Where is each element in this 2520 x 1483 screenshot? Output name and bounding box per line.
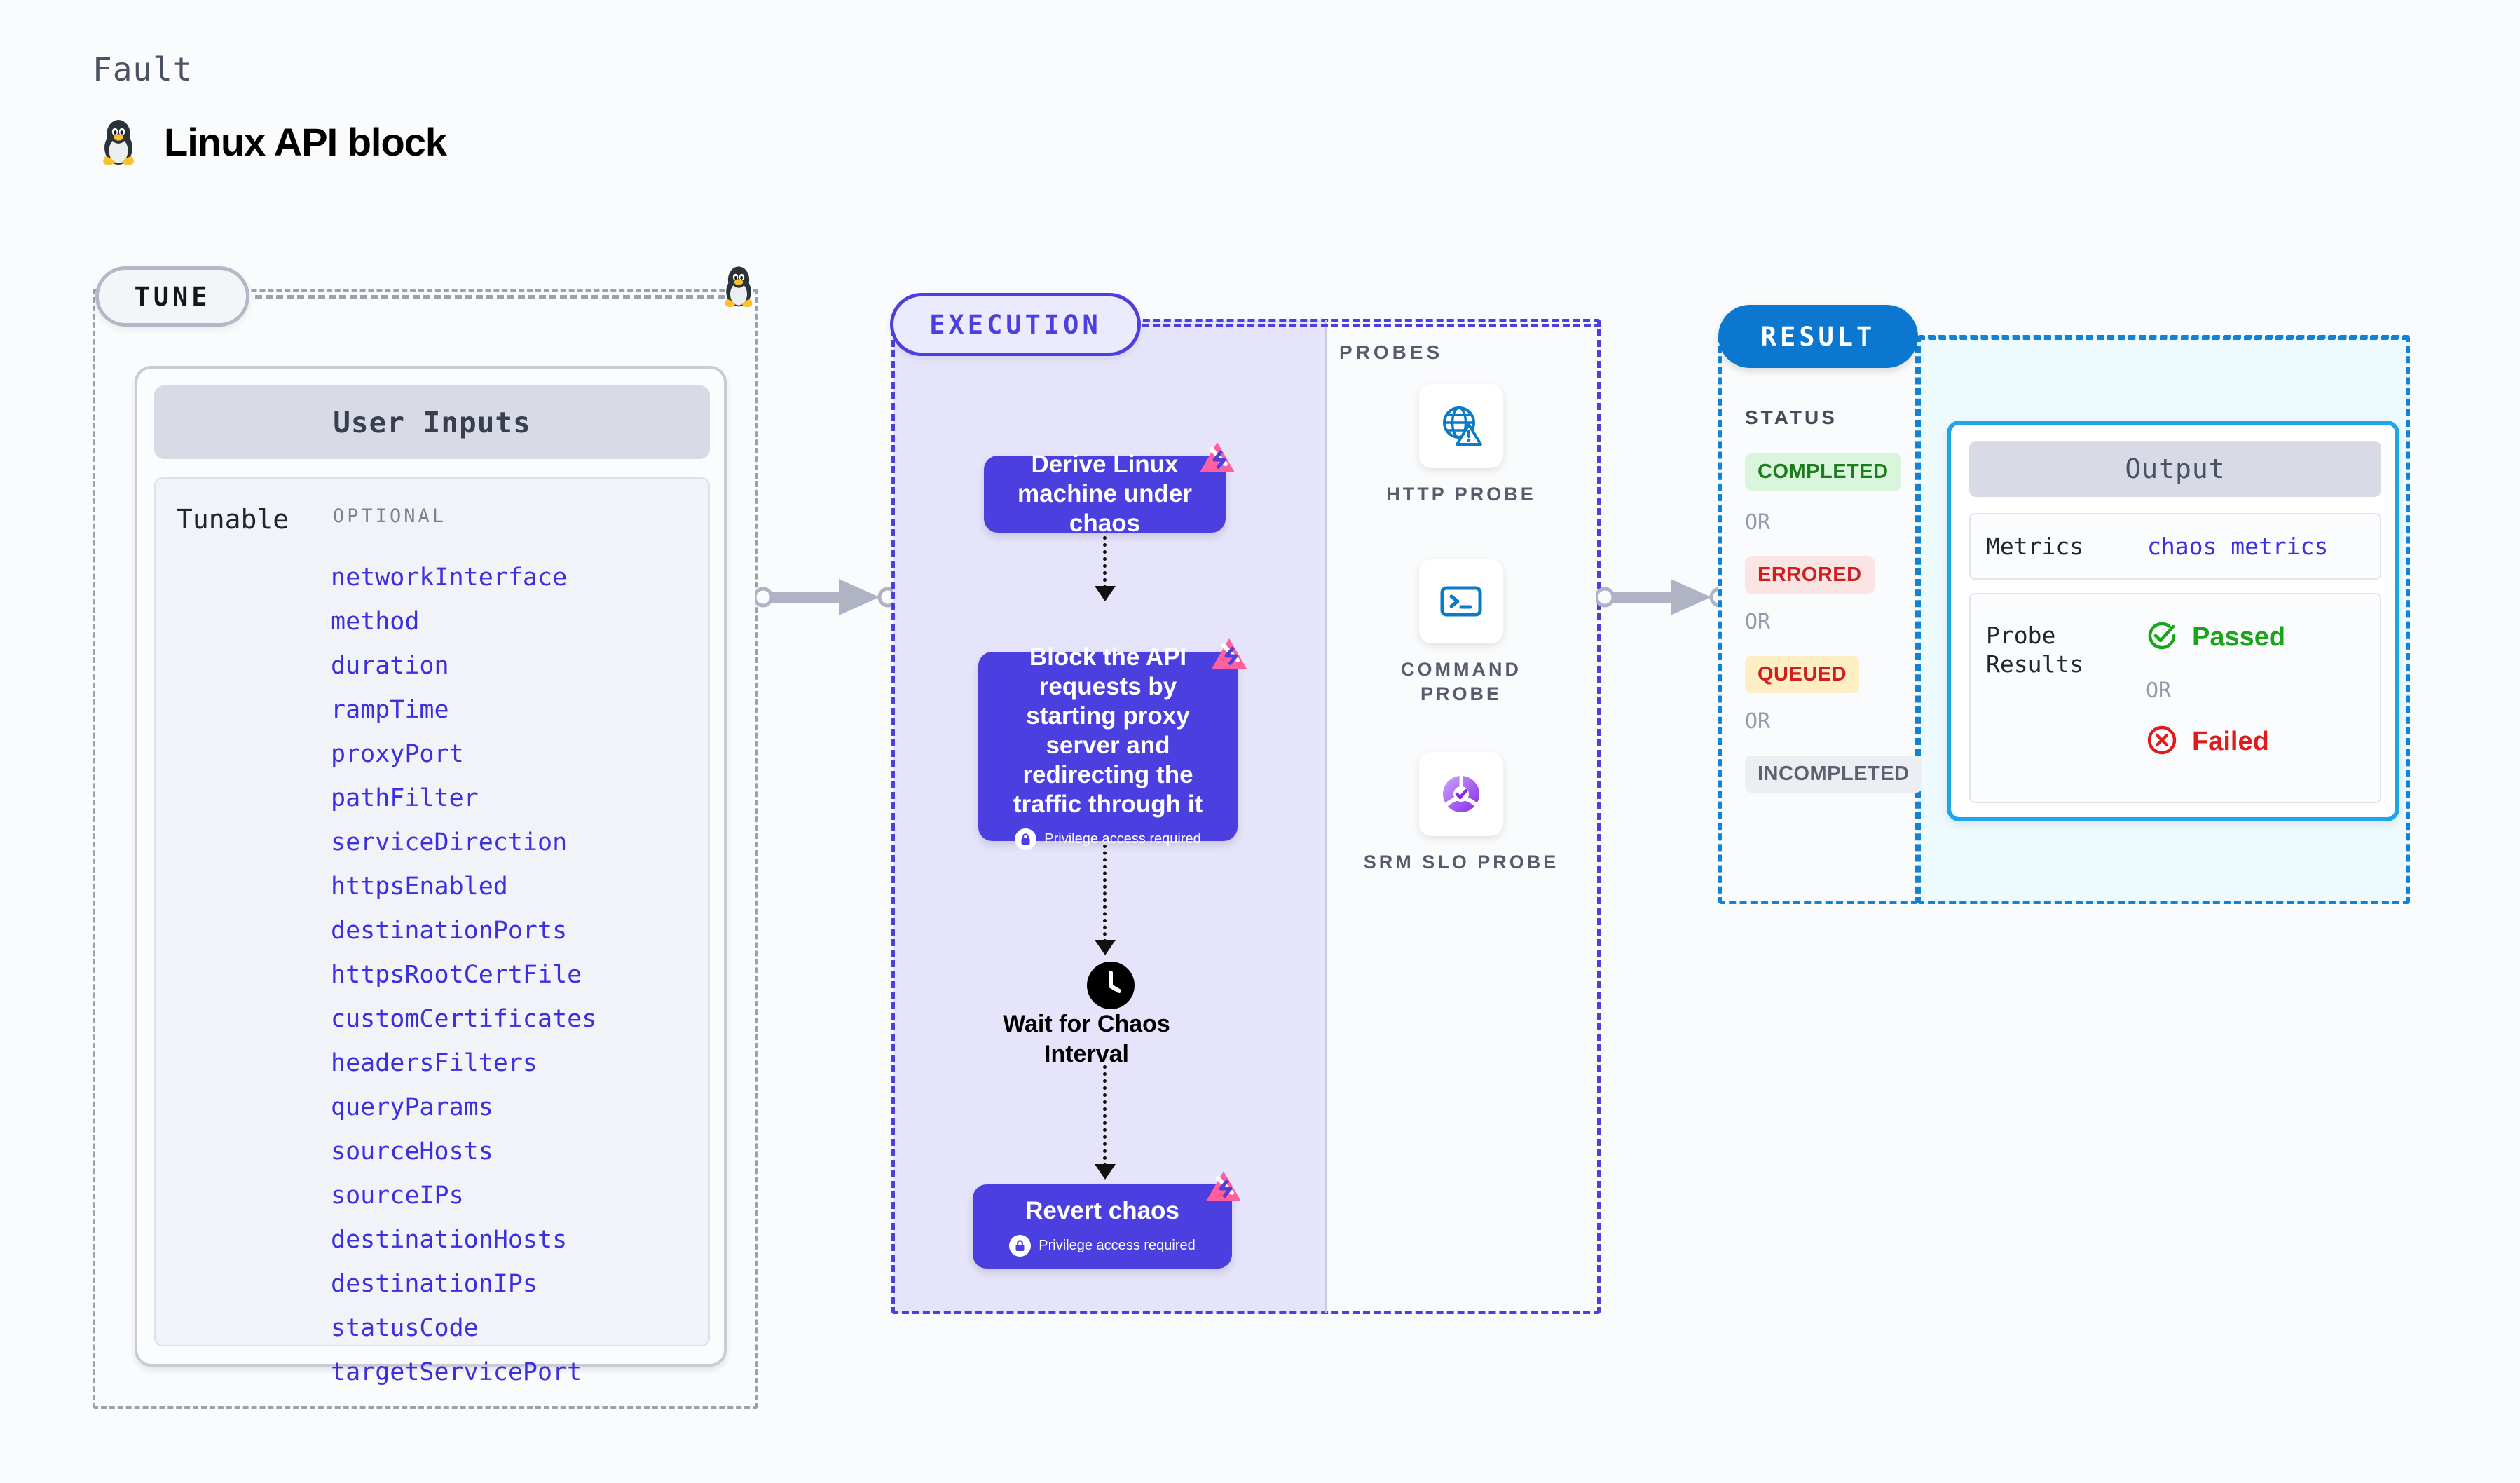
page-title: Linux API block bbox=[164, 119, 447, 164]
flow-connector-1 bbox=[1103, 536, 1107, 589]
execution-node-label: Block the API requests by starting proxy… bbox=[1013, 643, 1203, 818]
privilege-badge: Privilege access required bbox=[1009, 1235, 1196, 1257]
status-badge-completed: COMPLETED bbox=[1745, 453, 1901, 491]
globe-warning-icon bbox=[1419, 384, 1503, 468]
page-eyebrow-fault: Fault bbox=[93, 50, 193, 88]
clock-icon bbox=[1087, 962, 1135, 1013]
execution-node-derive-machine[interactable]: Derive Linux machine under chaos bbox=[984, 442, 1235, 537]
tunable-parameter[interactable]: statusCode bbox=[331, 1314, 479, 1342]
tunable-group: Tunable OPTIONAL networkInterface method d… bbox=[154, 477, 710, 1386]
probe-label: SRM SLO PROBE bbox=[1363, 852, 1559, 873]
flow-connector-3 bbox=[1103, 1065, 1107, 1167]
lock-icon bbox=[1015, 828, 1037, 850]
terminal-icon bbox=[1419, 559, 1503, 643]
tunable-parameter[interactable]: destinationPorts bbox=[331, 917, 568, 945]
execution-node-revert-chaos[interactable]: Revert chaos Privilege access required bbox=[973, 1171, 1241, 1269]
chaos-logo-icon bbox=[1210, 636, 1249, 679]
probe-item-http[interactable]: HTTP PROBE bbox=[1363, 384, 1559, 507]
flow-arrowhead-2 bbox=[1095, 940, 1116, 955]
tune-badge[interactable]: TUNE bbox=[95, 266, 249, 327]
execution-top-dash-line bbox=[1142, 324, 1601, 327]
probes-divider bbox=[1325, 320, 1327, 1313]
execution-node-label: Revert chaos bbox=[1025, 1197, 1179, 1224]
execution-node-block-api[interactable]: Block the API requests by starting proxy… bbox=[978, 638, 1247, 850]
output-title: Output bbox=[1969, 441, 2381, 497]
tunable-parameter[interactable]: method bbox=[331, 608, 420, 636]
execution-badge[interactable]: EXECUTION bbox=[890, 293, 1141, 356]
probe-results-key: Probe Results bbox=[1986, 622, 2084, 678]
execution-node-label: Derive Linux machine under chaos bbox=[1018, 451, 1192, 537]
user-inputs-card: User Inputs Tunable OPTIONAL networkInte… bbox=[135, 366, 727, 1386]
execution-section-boundary bbox=[891, 319, 1601, 1314]
status-or-2: OR bbox=[1745, 610, 1771, 634]
tunable-parameter[interactable]: rampTime bbox=[331, 696, 449, 724]
flow-arrowhead-3 bbox=[1095, 1164, 1116, 1180]
user-inputs-title: User Inputs bbox=[154, 385, 710, 459]
tunable-parameter[interactable]: destinationHosts bbox=[331, 1226, 568, 1254]
lock-icon bbox=[1009, 1235, 1032, 1257]
check-circle-icon bbox=[2146, 620, 2178, 655]
tunable-parameter-list: networkInterface method duration rampTime pr… bbox=[331, 556, 695, 1395]
execution-to-result-arrow bbox=[1594, 576, 1730, 622]
tunable-parameter[interactable]: sourceIPs bbox=[331, 1182, 464, 1210]
result-top-dash-line bbox=[1918, 336, 2409, 340]
optional-label: OPTIONAL bbox=[333, 505, 447, 527]
srm-slo-icon bbox=[1419, 752, 1503, 836]
flow-arrowhead-1 bbox=[1095, 586, 1116, 601]
probes-title: PROBES bbox=[1339, 341, 1444, 363]
linux-tux-corner-icon bbox=[720, 263, 757, 309]
tunable-parameter[interactable]: httpsRootCertFile bbox=[331, 961, 582, 989]
tunable-parameter[interactable]: headersFilters bbox=[331, 1049, 538, 1077]
tunable-parameter[interactable]: destinationIPs bbox=[331, 1270, 538, 1298]
metrics-row: Metrics chaos metrics bbox=[1969, 513, 2381, 580]
failed-label: Failed bbox=[2192, 727, 2269, 756]
status-title: STATUS bbox=[1745, 406, 1837, 428]
probe-item-command[interactable]: COMMAND PROBE bbox=[1363, 559, 1559, 706]
probe-label: HTTP PROBE bbox=[1386, 484, 1536, 505]
tunable-parameter[interactable]: proxyPort bbox=[331, 740, 464, 768]
result-badge[interactable]: RESULT bbox=[1718, 305, 1918, 368]
tune-to-execution-arrow bbox=[753, 576, 898, 622]
wait-for-chaos-interval-label: Wait for Chaos Interval bbox=[1003, 1011, 1170, 1067]
probe-results-row: Probe Results Passed OR Failed bbox=[1969, 593, 2381, 803]
status-badge-incompleted: INCOMPLETED bbox=[1745, 756, 1922, 793]
flow-connector-2 bbox=[1103, 845, 1107, 943]
metrics-value[interactable]: chaos metrics bbox=[2147, 533, 2329, 560]
probe-result-or: OR bbox=[2146, 678, 2172, 703]
tunable-label: Tunable bbox=[177, 504, 289, 535]
page-title-row: Linux API block bbox=[98, 116, 447, 168]
probe-result-failed: Failed bbox=[2146, 724, 2269, 760]
tunable-parameter[interactable]: duration bbox=[331, 652, 449, 680]
tune-top-dash-line bbox=[255, 295, 746, 299]
tunable-parameter[interactable]: customCertificates bbox=[331, 1005, 597, 1033]
tunable-parameter[interactable]: pathFilter bbox=[331, 784, 479, 812]
status-badge-queued: QUEUED bbox=[1745, 656, 1860, 693]
output-card: Output Metrics chaos metrics Probe Resul… bbox=[1947, 421, 2399, 821]
status-badge-errored: ERRORED bbox=[1745, 556, 1875, 594]
tunable-parameter[interactable]: networkInterface bbox=[331, 563, 568, 592]
chaos-logo-icon bbox=[1198, 440, 1237, 483]
tunable-parameter[interactable]: sourceHosts bbox=[331, 1137, 493, 1166]
tunable-parameter[interactable]: serviceDirection bbox=[331, 828, 568, 856]
tunable-parameter[interactable]: queryParams bbox=[331, 1093, 493, 1121]
x-circle-icon bbox=[2146, 724, 2178, 760]
passed-label: Passed bbox=[2192, 622, 2286, 652]
status-or-3: OR bbox=[1745, 709, 1771, 734]
metrics-key: Metrics bbox=[1986, 533, 2084, 560]
privilege-label: Privilege access required bbox=[1044, 831, 1201, 847]
tunable-parameter[interactable]: targetServicePort bbox=[331, 1358, 582, 1386]
tune-section-boundary bbox=[93, 289, 758, 1409]
linux-tux-icon bbox=[98, 116, 139, 168]
probe-label: COMMAND PROBE bbox=[1401, 659, 1521, 704]
privilege-badge: Privilege access required bbox=[1015, 828, 1201, 850]
status-or-1: OR bbox=[1745, 510, 1771, 535]
chaos-logo-icon bbox=[1204, 1169, 1243, 1212]
probe-item-srm-slo[interactable]: SRM SLO PROBE bbox=[1363, 752, 1559, 875]
probe-result-passed: Passed bbox=[2146, 620, 2285, 655]
privilege-label: Privilege access required bbox=[1039, 1238, 1196, 1253]
tunable-parameter[interactable]: httpsEnabled bbox=[331, 873, 508, 901]
